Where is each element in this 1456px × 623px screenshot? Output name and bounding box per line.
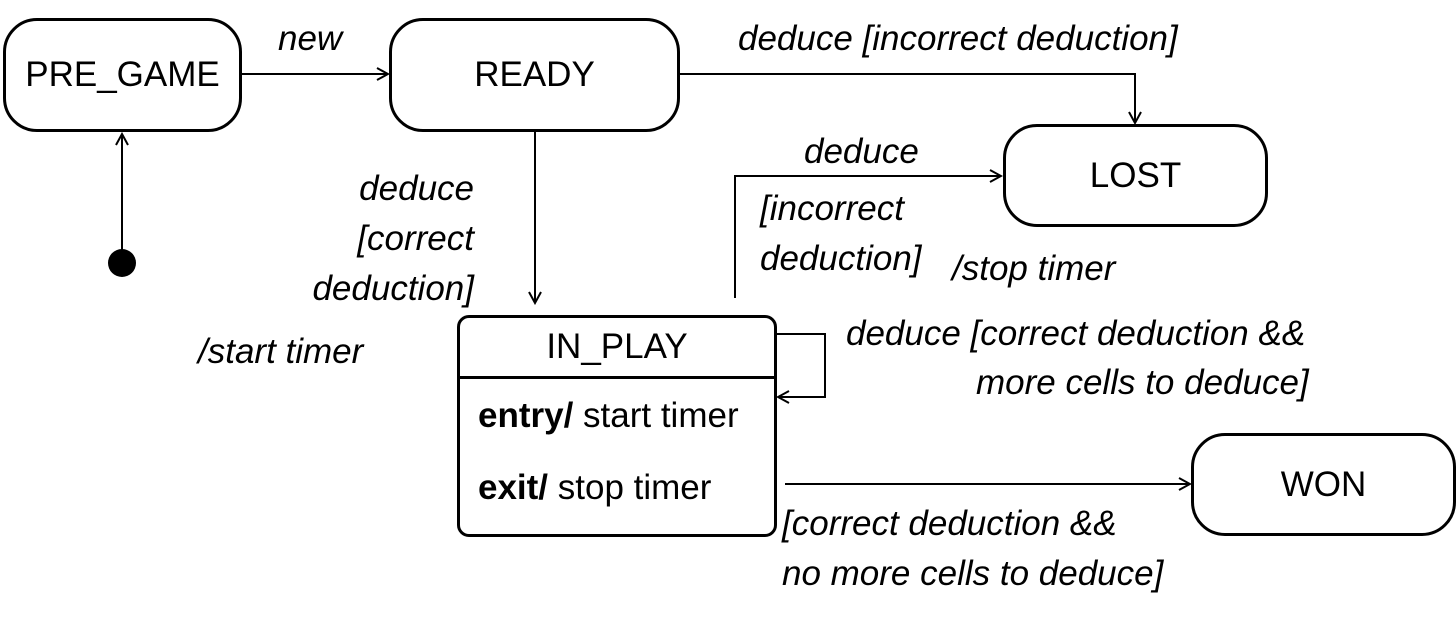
label-inplay-to-won-line-2: no more cells to deduce] (782, 554, 1164, 593)
state-won-label: WON (1280, 464, 1367, 504)
state-ready: READY (389, 18, 680, 132)
entry-action-text: start timer (573, 396, 739, 435)
state-in-play: IN_PLAY entry/ start timer exit/ stop ti… (457, 315, 777, 537)
state-in-play-label: IN_PLAY (546, 327, 688, 366)
exit-keyword: exit/ (478, 468, 549, 507)
label-ready-to-inplay-action: /start timer (198, 332, 364, 371)
label-new: new (278, 19, 343, 58)
label-inplay-to-lost-trigger: deduce (804, 132, 919, 171)
self-loop-edge (776, 333, 826, 397)
ready-to-lost-edge (678, 73, 1135, 123)
label-inplay-to-lost-guard-1: [incorrect (760, 189, 904, 228)
label-ready-to-inplay: deduce [correct deduction] (260, 164, 474, 314)
state-won: WON (1191, 433, 1456, 536)
initial-state-dot (108, 249, 136, 277)
label-inplay-to-lost-guard: [incorrect deduction] (760, 184, 922, 284)
state-pre-game-label: PRE_GAME (25, 55, 220, 94)
label-inplay-to-won: [correct deduction && no more cells to d… (782, 499, 1163, 599)
label-ready-to-inplay-guard-1: [correct (357, 219, 474, 258)
exit-action-text: stop timer (548, 468, 712, 507)
state-pre-game: PRE_GAME (3, 18, 242, 132)
inplay-to-lost-edge (734, 176, 1001, 298)
state-in-play-header: IN_PLAY (460, 318, 774, 379)
label-self-loop-line-1: deduce [correct deduction && (846, 314, 1306, 353)
label-ready-to-lost: deduce [incorrect deduction] (738, 19, 1178, 58)
label-ready-to-inplay-guard-2: deduction] (312, 269, 474, 308)
label-inplay-to-won-line-1: [correct deduction && (782, 504, 1117, 543)
exit-action: exit/ stop timer (478, 468, 711, 508)
state-lost-label: LOST (1089, 155, 1182, 195)
label-inplay-to-lost-action: /stop timer (952, 249, 1116, 288)
state-lost: LOST (1003, 124, 1268, 227)
entry-action: entry/ start timer (478, 396, 739, 436)
label-inplay-to-lost-guard-2: deduction] (760, 239, 922, 278)
label-self-loop-line-2: more cells to deduce] (976, 363, 1309, 402)
entry-keyword: entry/ (478, 396, 574, 435)
label-ready-to-inplay-trigger: deduce (359, 169, 474, 208)
state-ready-label: READY (474, 55, 595, 94)
